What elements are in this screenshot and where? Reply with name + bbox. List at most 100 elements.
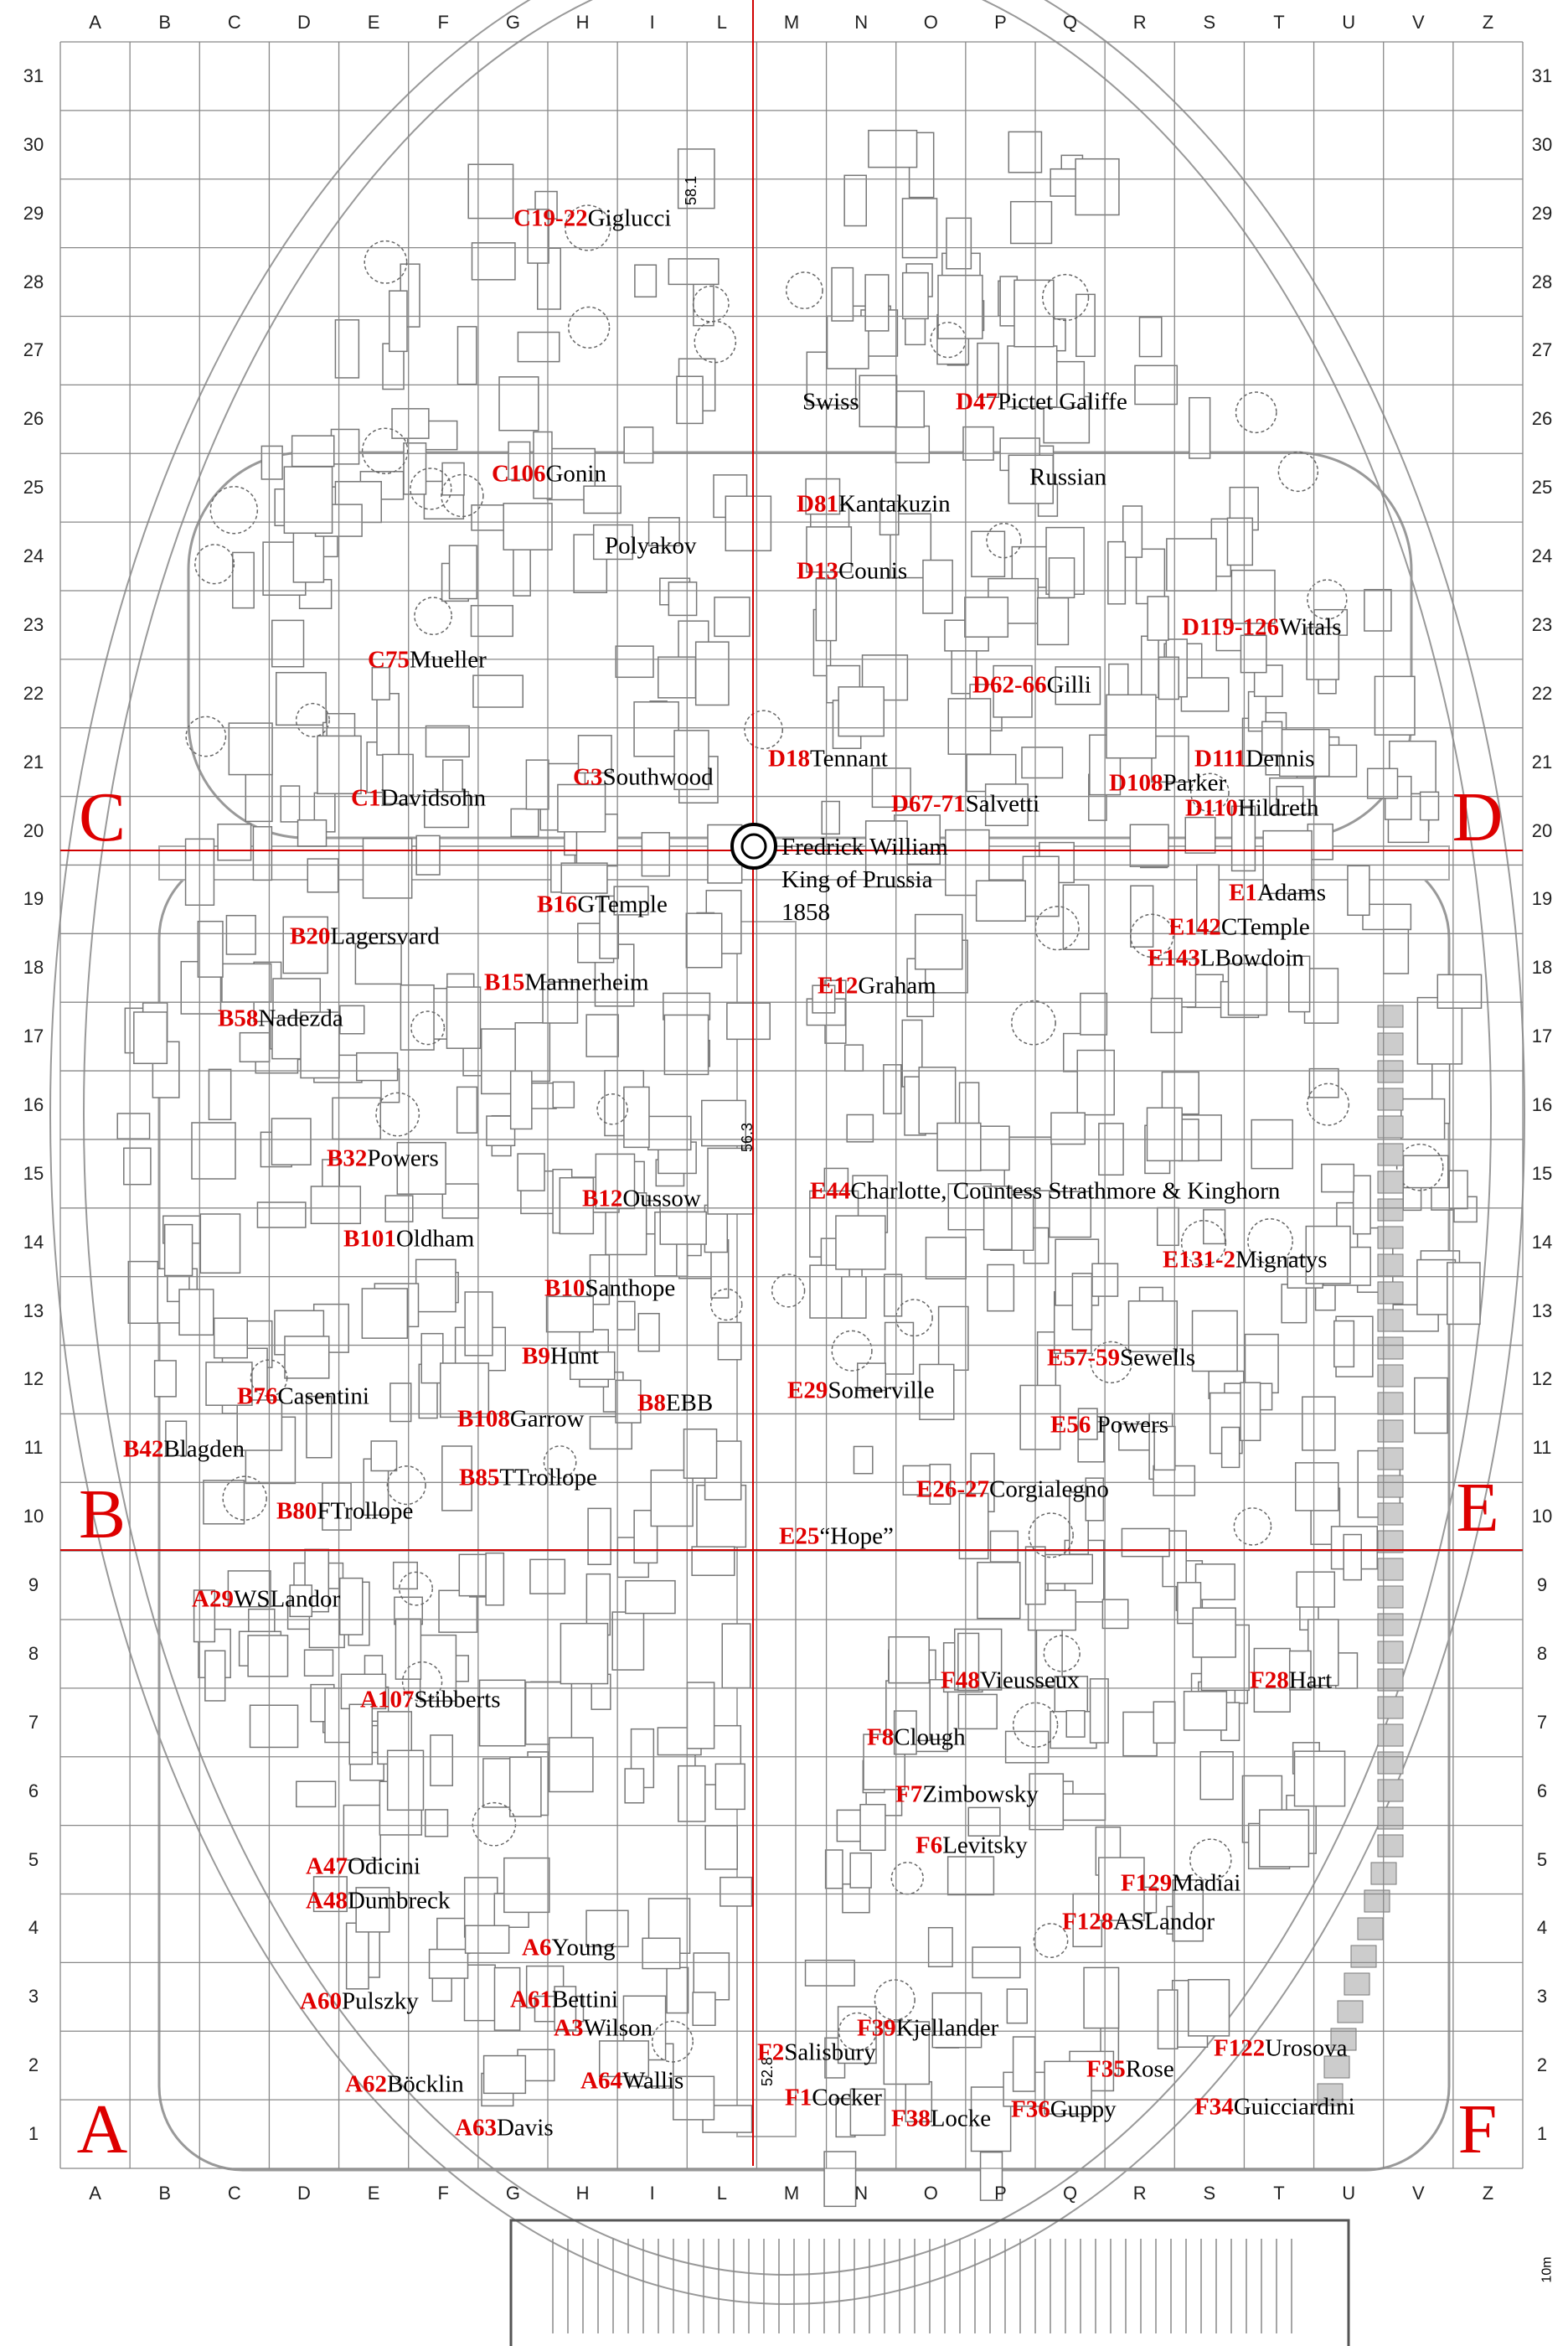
- grave-label[interactable]: B42Blagden: [123, 1437, 245, 1462]
- ossuary-niche: [1377, 1226, 1404, 1249]
- grave-label[interactable]: C1Davidsohn: [351, 786, 486, 811]
- tomb: [322, 1482, 352, 1531]
- tomb: [362, 837, 413, 899]
- grave-label[interactable]: F2Salisbury: [757, 2040, 876, 2065]
- grave-label[interactable]: B85TTrollope: [459, 1465, 597, 1491]
- grave-label[interactable]: D108Parker: [1109, 771, 1226, 796]
- grave-label[interactable]: B8EBB: [637, 1391, 713, 1416]
- grave-label[interactable]: A63Davis: [455, 2116, 554, 2141]
- grave-label[interactable]: A62Böcklin: [345, 2072, 464, 2097]
- tree: [565, 204, 611, 251]
- grave-label[interactable]: F7Zimbowsky: [895, 1782, 1039, 1807]
- grave-label[interactable]: E44Charlotte, Countess Strathmore & King…: [810, 1179, 1280, 1204]
- grave-label[interactable]: E26-27Corgialegno: [916, 1477, 1109, 1502]
- grave-label[interactable]: E142CTemple: [1168, 915, 1310, 940]
- grave-label[interactable]: C19-22Giglucci: [513, 206, 671, 231]
- tomb: [977, 1562, 1021, 1620]
- grave-label[interactable]: A6Young: [522, 1935, 616, 1961]
- grave-label[interactable]: A60Pulszky: [300, 1989, 419, 2014]
- grave-label[interactable]: A48Dumbreck: [306, 1889, 450, 1914]
- ossuary-niche: [1377, 1419, 1404, 1443]
- grave-label[interactable]: A29WSLandor: [192, 1587, 340, 1612]
- grave-label[interactable]: D18Tennant: [768, 747, 888, 772]
- grave-label[interactable]: F36Guppy: [1011, 2097, 1117, 2122]
- grave-label[interactable]: F39Kjellander: [857, 2016, 998, 2041]
- grave-label[interactable]: Swiss: [802, 390, 859, 415]
- grave-label[interactable]: B10Santhope: [544, 1276, 675, 1301]
- grave-label[interactable]: B16GTemple: [537, 892, 668, 917]
- grave-label[interactable]: B76Casentini: [237, 1384, 369, 1409]
- section-letter: A: [76, 2090, 128, 2168]
- grave-name: Witals: [1279, 613, 1342, 641]
- grave-label[interactable]: A47Odicini: [306, 1854, 420, 1879]
- grave-label[interactable]: F1Cocker: [785, 2085, 882, 2111]
- grave-label[interactable]: E29Somerville: [787, 1378, 935, 1403]
- tomb: [1364, 588, 1392, 632]
- grave-label[interactable]: E25“Hope”: [779, 1524, 894, 1549]
- grave-label[interactable]: C3Southwood: [573, 763, 714, 791]
- grave-label[interactable]: F129Madiai: [1121, 1871, 1240, 1896]
- grave-label[interactable]: Russian: [1029, 465, 1106, 490]
- tomb: [1192, 1607, 1236, 1658]
- grave-label[interactable]: D67-71Salvetti: [891, 792, 1039, 817]
- grave-label[interactable]: B58Nadezda: [218, 1006, 343, 1031]
- grave-label[interactable]: A107Stibberts: [360, 1687, 501, 1713]
- grave-label[interactable]: D119-126Witals: [1182, 613, 1342, 641]
- grave-code: D47: [956, 388, 998, 416]
- grave-label[interactable]: C75Mueller: [368, 648, 487, 673]
- grave-label[interactable]: B80FTrollope: [276, 1499, 413, 1524]
- grave-label[interactable]: E131-2Mignatys: [1163, 1248, 1328, 1273]
- tomb: [446, 986, 482, 1049]
- grave-code: C3: [573, 763, 603, 791]
- grave-label[interactable]: A61Bettini: [510, 1987, 618, 2013]
- grave-label[interactable]: E1Adams: [1229, 881, 1326, 906]
- grave-label[interactable]: D47Pictet Galiffe: [956, 390, 1127, 415]
- grave-label[interactable]: A3Wilson: [554, 2016, 652, 2041]
- grave-label[interactable]: D110Hildreth: [1185, 796, 1319, 821]
- grave-label[interactable]: A64Wallis: [580, 2069, 683, 2094]
- row-label-left: 28: [23, 271, 44, 292]
- grave-label[interactable]: D111Dennis: [1194, 747, 1314, 772]
- grave-code: F35: [1086, 2055, 1126, 2083]
- grave-label[interactable]: D13Counis: [797, 559, 907, 584]
- grave-label[interactable]: B9Hunt: [522, 1344, 599, 1369]
- grave-label[interactable]: F8Clough: [867, 1725, 966, 1750]
- grave-name: LBowdoin: [1199, 944, 1304, 972]
- tree: [410, 1010, 446, 1046]
- grave-label[interactable]: C106Gonin: [492, 462, 606, 487]
- grave-code: F38: [891, 2105, 931, 2132]
- tomb: [927, 1926, 953, 1968]
- tree: [543, 1445, 577, 1479]
- tomb: [1184, 816, 1216, 854]
- grave-label[interactable]: F6Levitsky: [916, 1833, 1028, 1858]
- grave-label[interactable]: E56 Powers: [1050, 1413, 1168, 1438]
- tomb: [676, 375, 704, 425]
- tomb: [1172, 1879, 1204, 1942]
- grave-label[interactable]: B12Oussow: [582, 1186, 701, 1212]
- grave-label[interactable]: F28Hart: [1250, 1668, 1332, 1693]
- tree: [1129, 913, 1174, 959]
- grave-label[interactable]: B108Garrow: [457, 1407, 584, 1432]
- grave-label[interactable]: B101Oldham: [343, 1227, 474, 1252]
- grave-label[interactable]: F128ASLandor: [1062, 1909, 1215, 1935]
- tomb: [510, 808, 539, 838]
- grave-label[interactable]: E143LBowdoin: [1148, 944, 1304, 972]
- grave-label[interactable]: B15Mannerheim: [484, 970, 649, 995]
- grave-label[interactable]: F35Rose: [1086, 2055, 1174, 2083]
- grave-label[interactable]: Polyakov: [605, 534, 697, 559]
- grave-label[interactable]: E12Graham: [818, 974, 936, 999]
- grave-label[interactable]: F122Urosova: [1214, 2036, 1347, 2061]
- tomb: [905, 2080, 933, 2123]
- tomb: [228, 722, 273, 776]
- grave-name: Graham: [858, 972, 936, 1000]
- grave-label[interactable]: F34Guicciardini: [1194, 2095, 1355, 2120]
- tomb: [232, 551, 255, 609]
- grave-label[interactable]: D62-66Gilli: [972, 673, 1091, 698]
- tomb: [1014, 279, 1055, 348]
- grave-label[interactable]: B20Lagersvard: [290, 924, 440, 949]
- grave-label[interactable]: F38Locke: [891, 2105, 991, 2132]
- grave-label[interactable]: D81Kantakuzin: [797, 492, 951, 517]
- grave-label[interactable]: F48Vieusseux: [941, 1668, 1080, 1693]
- grave-label[interactable]: E57-59Sewells: [1047, 1346, 1195, 1371]
- grave-label[interactable]: B32Powers: [327, 1146, 439, 1171]
